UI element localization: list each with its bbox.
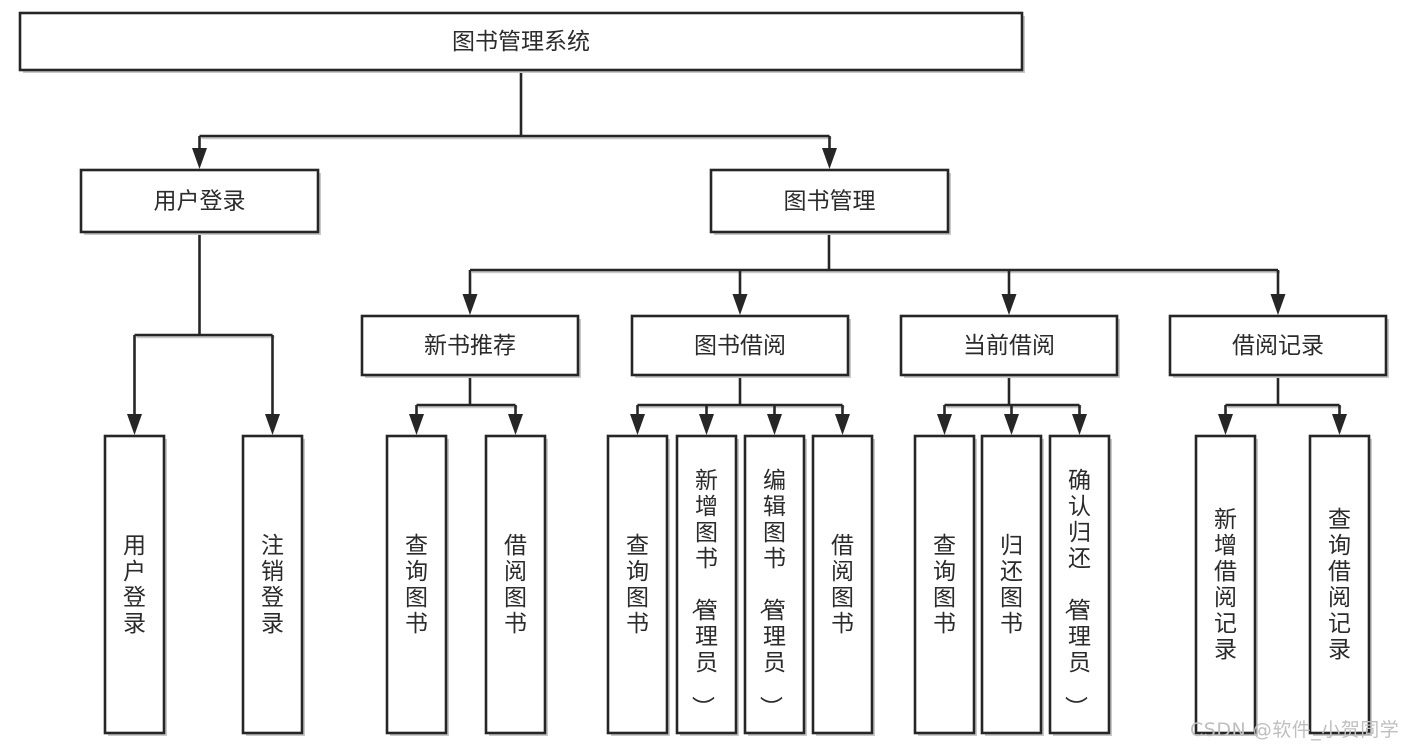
arrow-down-icon [409, 414, 424, 435]
node-label: 借阅图书 [831, 533, 854, 637]
arrow-down-icon [1072, 414, 1087, 435]
node-leaf-edit-book[interactable]: 编辑图书（管理员） [743, 434, 807, 736]
arrow-down-icon [822, 148, 837, 169]
arrow-down-icon [937, 414, 952, 435]
node-label: 查询借阅记录 [1328, 507, 1351, 663]
node-label: 新增图书（管理员） [689, 468, 718, 719]
node-leaf-user-login[interactable]: 用户登录 [103, 434, 167, 736]
node-book-manage[interactable]: 图书管理 [709, 168, 951, 235]
node-label: 注销登录 [261, 533, 284, 637]
node-leaf-query-record[interactable]: 查询借阅记录 [1308, 434, 1372, 736]
node-leaf-return-book[interactable]: 归还图书 [980, 434, 1044, 736]
node-label: 归还图书 [1000, 533, 1023, 637]
node-label: 新书推荐 [424, 333, 516, 359]
node-leaf-borrow-book-1[interactable]: 借阅图书 [484, 434, 548, 736]
node-label: 图书管理 [784, 189, 876, 215]
node-label: 图书管理系统 [452, 29, 590, 55]
arrow-down-icon [127, 414, 142, 435]
arrow-down-icon [1218, 414, 1233, 435]
node-leaf-add-record[interactable]: 新增借阅记录 [1194, 434, 1258, 736]
node-root-system[interactable]: 图书管理系统 [18, 11, 1025, 73]
arrow-down-icon [767, 414, 782, 435]
node-label: 查询图书 [626, 533, 649, 637]
node-leaf-add-book[interactable]: 新增图书（管理员） [675, 434, 739, 736]
node-leaf-query-book-1[interactable]: 查询图书 [385, 434, 449, 736]
node-leaf-borrow-book-2[interactable]: 借阅图书 [811, 434, 875, 736]
node-label: 当前借阅 [963, 333, 1055, 359]
arrow-down-icon [265, 414, 280, 435]
arrow-down-icon [732, 294, 748, 315]
node-leaf-query-book-3[interactable]: 查询图书 [913, 434, 977, 736]
node-label: 用户登录 [154, 189, 246, 215]
node-label: 用户登录 [123, 533, 146, 637]
arrow-down-icon [835, 414, 850, 435]
arrow-down-icon [699, 414, 714, 435]
connector-edges [127, 70, 1347, 435]
node-current-borrow[interactable]: 当前借阅 [899, 314, 1120, 378]
node-new-book-rec[interactable]: 新书推荐 [360, 314, 581, 378]
node-label: 借阅图书 [504, 533, 527, 637]
node-leaf-query-book-2[interactable]: 查询图书 [606, 434, 670, 736]
arrow-down-icon [1001, 294, 1017, 315]
node-label: 图书借阅 [694, 333, 786, 359]
node-borrow-record[interactable]: 借阅记录 [1168, 314, 1389, 378]
node-label: 编辑图书（管理员） [757, 468, 786, 719]
node-leaf-confirm-return[interactable]: 确认归还（管理员） [1048, 434, 1112, 736]
arrow-down-icon [462, 294, 478, 315]
arrow-down-icon [630, 414, 645, 435]
node-label: 查询图书 [405, 533, 428, 637]
node-leaf-logout[interactable]: 注销登录 [241, 434, 305, 736]
arrow-down-icon [1004, 414, 1019, 435]
node-label: 确认归还（管理员） [1062, 468, 1091, 719]
watermark-text: CSDN @软件_小贺同学 [1190, 719, 1400, 741]
node-label: 借阅记录 [1232, 333, 1324, 359]
arrow-down-icon [192, 148, 207, 169]
node-user-login[interactable]: 用户登录 [79, 168, 321, 235]
arrow-down-icon [508, 414, 523, 435]
arrow-down-icon [1270, 294, 1286, 315]
node-label: 查询图书 [933, 533, 956, 637]
arrow-down-icon [1332, 414, 1347, 435]
node-book-borrow[interactable]: 图书借阅 [630, 314, 851, 378]
node-boxes: 图书管理系统用户登录图书管理新书推荐图书借阅当前借阅借阅记录用户登录注销登录查询… [18, 11, 1389, 736]
node-label: 新增借阅记录 [1214, 507, 1237, 663]
